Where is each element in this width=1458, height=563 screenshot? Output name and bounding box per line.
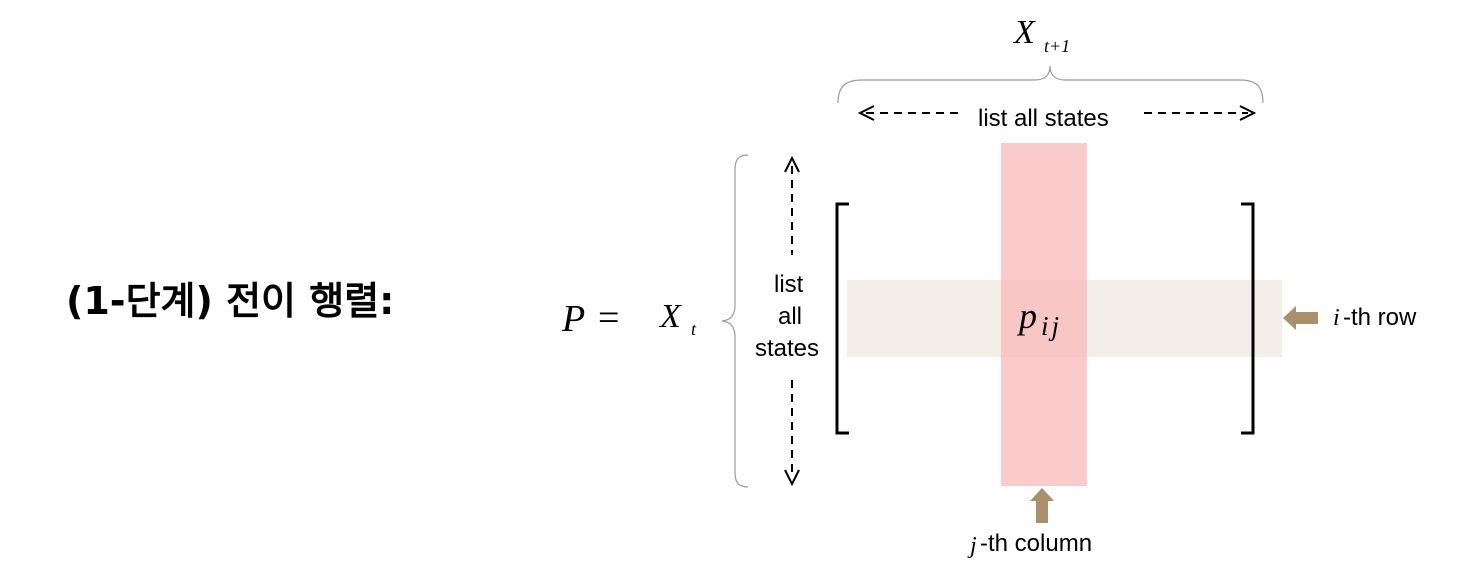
page-title: (1-단계) 전이 행렬: bbox=[66, 279, 395, 323]
left-dashed-arrow bbox=[857, 105, 958, 121]
right-matrix-bracket bbox=[1241, 202, 1255, 435]
column-variable-subscript: t+1 bbox=[1044, 36, 1071, 56]
matrix-entry: p bbox=[1019, 296, 1037, 336]
row-pointer-text: -th row bbox=[1343, 304, 1417, 331]
column-pointer-text: -th column bbox=[980, 530, 1093, 557]
left-matrix-bracket bbox=[835, 202, 849, 435]
column-highlight bbox=[1001, 143, 1087, 486]
matrix-entry-subscript: ij bbox=[1041, 311, 1063, 341]
row-pointer-arrow bbox=[1283, 306, 1318, 330]
column-variable: X bbox=[1014, 14, 1035, 51]
row-variable: X bbox=[660, 298, 681, 335]
top-label: list all states bbox=[978, 105, 1109, 132]
column-pointer-index: j bbox=[970, 533, 977, 559]
side-label-line3: states bbox=[755, 335, 820, 362]
row-pointer-index: i bbox=[1333, 305, 1340, 331]
left-brace bbox=[721, 154, 749, 488]
row-variable-subscript: t bbox=[691, 319, 697, 339]
equals-sign: = bbox=[598, 297, 620, 339]
up-dashed-arrow bbox=[784, 155, 800, 255]
down-dashed-arrow bbox=[784, 380, 800, 487]
matrix-symbol: P bbox=[562, 298, 586, 340]
side-label-line2: all bbox=[778, 303, 803, 330]
right-dashed-arrow bbox=[1144, 105, 1257, 121]
top-brace bbox=[837, 65, 1264, 104]
column-pointer-arrow bbox=[1030, 488, 1054, 523]
side-label-line1: list bbox=[774, 271, 804, 298]
